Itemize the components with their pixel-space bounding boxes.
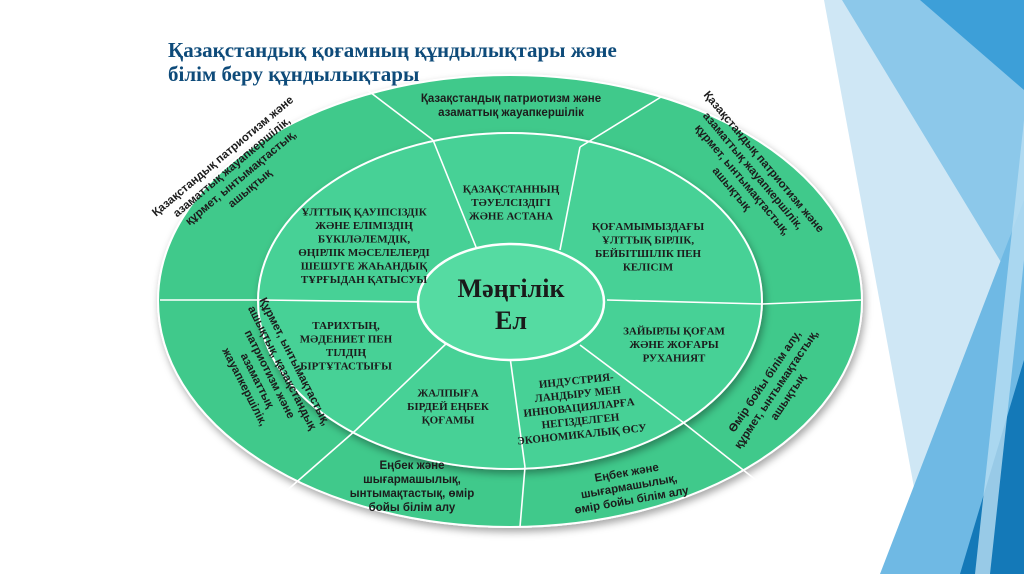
inner-label-6-line: ТІЛДІҢ <box>326 347 367 359</box>
deco-panel-mid <box>842 0 1024 300</box>
inner-label-3-line: ЗАЙЫРЛЫ ҚОҒАМ <box>623 326 725 338</box>
inner-label-6-line: БІРТҰТАСТЫҒЫ <box>300 360 392 372</box>
outer-divider <box>579 96 662 148</box>
inner-label-1-line: ТӘУЕЛСІЗДІГІ <box>471 197 550 209</box>
inner-label-1-line: ЖӘНЕ АСТАНА <box>469 211 553 223</box>
inner-label-3-line: ЖӘНЕ ЖОҒАРЫ <box>629 339 718 351</box>
inner-label-1-line: ҚАЗАҚСТАННЫҢ <box>463 184 560 196</box>
inner-label-7-line: ЖӘНЕ ЕЛІМІЗДІҢ <box>315 220 413 232</box>
inner-label-2-line: БЕЙБІТШІЛІК ПЕН <box>595 248 702 260</box>
center-line-2: Ел <box>495 306 527 335</box>
inner-divider <box>509 356 526 468</box>
inner-dividers <box>260 139 763 468</box>
outer-label-5-line: ынтымақтастық, өмір <box>350 488 475 500</box>
inner-label-7-line: БҮКІЛӘЛЕМДІК, <box>318 233 411 245</box>
inner-divider <box>260 299 419 303</box>
inner-label-5-line: БІРДЕЙ ЕҢБЕК <box>407 401 489 413</box>
inner-divider <box>355 339 451 431</box>
inner-label-5-line: ЖАЛПЫҒА <box>417 388 478 400</box>
inner-label-2-line: ҚОҒАМЫМЫЗДАҒЫ <box>592 221 704 233</box>
inner-label-7-line: ӨҢІРЛІК МӘСЕЛЕЛЕРДІ <box>298 247 430 259</box>
outer-label-5: Еңбек және шығармашылық, ынтымақтастық, өм… <box>350 460 475 514</box>
inner-label-7-line: ТҰРҒЫДАН ҚАТЫСУЫ <box>301 274 428 286</box>
inner-label-2-line: КЕЛІСІМ <box>623 261 674 273</box>
outer-label-1-line: Қазақстандық патриотизм және <box>421 93 601 105</box>
inner-divider <box>559 146 581 251</box>
outer-divider <box>679 419 767 489</box>
outer-label-5-line: шығармашылық, <box>363 474 461 486</box>
slide-title: Қазақстандық қоғамның құндылықтары және … <box>168 38 808 86</box>
inner-label-6-line: МӘДЕНИЕТ ПЕН <box>300 333 393 345</box>
deco-panel-strip <box>920 0 1024 90</box>
deco-panel-sliver <box>975 120 1024 574</box>
outer-divider <box>275 429 357 501</box>
center-line-1: Мәңгілік <box>458 274 565 303</box>
outer-label-5-line: бойы білім алу <box>369 502 456 514</box>
outer-dividers <box>160 85 863 528</box>
inner-label-3-line: РУХАНИЯТ <box>643 353 706 365</box>
inner-label-7-line: ҰЛТТЫҚ ҚАУІПСІЗДІК <box>301 206 426 218</box>
outer-divider <box>519 466 526 528</box>
outer-label-1: Қазақстандық патриотизм және азаматтық жа… <box>421 93 601 119</box>
inner-label-5-line: ҚОҒАМЫ <box>422 415 475 427</box>
outer-divider <box>361 85 434 141</box>
outer-label-1-line: азаматтық жауапкершілік <box>438 107 584 119</box>
inner-label-6-line: ТАРИХТЫҢ, <box>312 320 380 332</box>
inner-divider <box>579 344 681 421</box>
inner-divider <box>432 139 479 253</box>
inner-label-7-line: ШЕШУГЕ ЖАҺАНДЫҚ <box>301 260 427 272</box>
inner-divider <box>606 299 763 305</box>
slide-title-line-1: Қазақстандық қоғамның құндылықтары және <box>168 38 617 62</box>
outer-divider <box>761 299 863 305</box>
center-core <box>416 242 606 362</box>
slide-title-line-2: білім беру құндылықтары <box>168 62 420 86</box>
inner-label-2-line: ҰЛТТЫҚ БІРЛІК, <box>602 234 694 246</box>
outer-label-5-line: Еңбек және <box>380 460 445 472</box>
